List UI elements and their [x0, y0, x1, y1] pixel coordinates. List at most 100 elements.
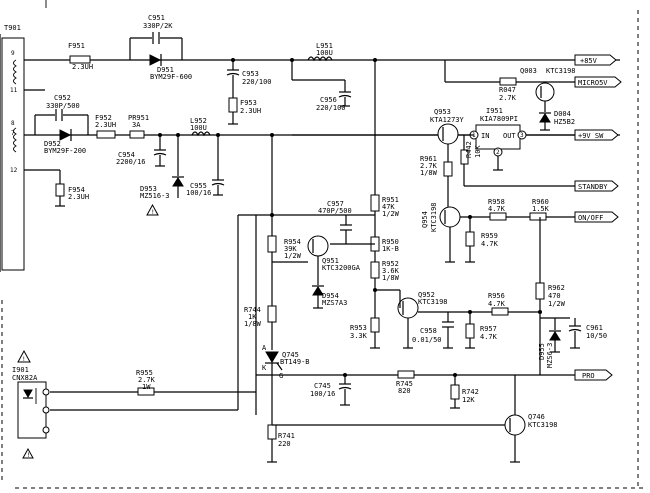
svg-text:I951: I951 [486, 107, 503, 115]
svg-text:2.7K: 2.7K [499, 94, 517, 102]
svg-text:OUT: OUT [503, 132, 516, 140]
svg-text:MZ516-3: MZ516-3 [140, 192, 170, 200]
svg-text:F952: F952 [95, 114, 112, 122]
svg-text:Q953: Q953 [434, 108, 451, 116]
svg-text:Q003: Q003 [520, 67, 537, 75]
svg-text:R442: R442 [465, 141, 473, 158]
svg-text:BYM29F-200: BYM29F-200 [44, 147, 86, 155]
svg-text:47K: 47K [382, 203, 395, 211]
svg-text:0.01/50: 0.01/50 [412, 336, 442, 344]
svg-text:100/16: 100/16 [310, 390, 335, 398]
svg-text:3.3K: 3.3K [350, 332, 368, 340]
resistor-r960: R960 1.5K [529, 198, 550, 221]
svg-text:2200/16: 2200/16 [116, 158, 146, 166]
winding-1 [13, 59, 17, 85]
svg-text:KTC3198: KTC3198 [546, 67, 576, 75]
zener-d004: D004 HZ5B2 [539, 101, 575, 131]
svg-text:HZ5B2: HZ5B2 [554, 118, 575, 126]
svg-text:D954: D954 [322, 292, 339, 300]
svg-text:3: 3 [520, 132, 524, 139]
optocoupler-i901: I901 CNX82A [12, 366, 50, 439]
svg-text:4.7K: 4.7K [480, 333, 498, 341]
svg-text:D004: D004 [554, 110, 571, 118]
svg-text:C952: C952 [54, 94, 71, 102]
svg-text:R960: R960 [532, 198, 549, 206]
svg-text:2.3UH: 2.3UH [68, 193, 89, 201]
resistor-r047: R047 2.7K [499, 77, 517, 102]
svg-text:R956: R956 [488, 292, 505, 300]
transformer-ref: T901 [4, 24, 21, 32]
thyristor-q745: A K G Q745 BT149-B [262, 344, 310, 380]
svg-text:R952: R952 [382, 260, 399, 268]
transformer-t901: T901 9 11 8 7 12 [1, 24, 25, 271]
svg-text:R959: R959 [481, 232, 498, 240]
resistor-r744: R744 1K 1/8W [244, 305, 277, 328]
capacitor-c961: C961 10/50 [568, 318, 607, 349]
transistor-q954: Q954 KTC3198 [421, 202, 461, 232]
svg-text:39K: 39K [284, 245, 297, 253]
fuse-f953: F953 2.3UH [228, 84, 261, 125]
fuse-f954: F954 2.3UH [55, 183, 89, 207]
svg-text:Q952: Q952 [418, 291, 435, 299]
svg-text:A: A [262, 344, 267, 352]
svg-text:L952: L952 [190, 117, 207, 125]
svg-text:820: 820 [398, 387, 411, 395]
svg-text:1/8W: 1/8W [420, 169, 438, 177]
zener-d955: D955 MZS6-3 [538, 330, 561, 368]
inductor-l951: L951 100U [307, 42, 333, 62]
svg-text:F951: F951 [68, 42, 85, 50]
resistor-r442: R442 10K [460, 135, 482, 186]
svg-text:C955: C955 [190, 182, 207, 190]
resistor-r956: R956 4.7K [488, 292, 509, 316]
svg-text:G: G [279, 372, 283, 380]
svg-text:470: 470 [548, 292, 561, 300]
svg-text:1/2W: 1/2W [382, 210, 400, 218]
svg-text:R047: R047 [499, 86, 516, 94]
capacitor-c957: C957 470P/500 [318, 200, 352, 244]
net-label-9v-sw: +9V_SW [574, 129, 619, 141]
warning-icon: ! [17, 349, 31, 363]
svg-text:C956: C956 [320, 96, 337, 104]
svg-text:KIA7809PI: KIA7809PI [480, 115, 518, 123]
net-label-pro: PRO [574, 369, 613, 381]
svg-text:Q954: Q954 [421, 211, 429, 228]
svg-text:330P/500: 330P/500 [46, 102, 80, 110]
svg-text:4.7K: 4.7K [488, 205, 506, 213]
svg-text:MZS6-3: MZS6-3 [546, 343, 554, 368]
svg-text:R953: R953 [350, 324, 367, 332]
svg-text:!: ! [151, 209, 155, 216]
svg-text:10K: 10K [474, 145, 482, 158]
svg-text:C745: C745 [314, 382, 331, 390]
capacitor-c958: C958 0.01/50 [412, 312, 454, 349]
svg-text:D955: D955 [538, 343, 546, 360]
svg-text:2.7K: 2.7K [138, 376, 156, 384]
winding-2 [13, 127, 17, 153]
transistor-q003: Q003 KTC3198 [520, 67, 576, 102]
svg-text:+9V_SW: +9V_SW [578, 132, 604, 140]
svg-text:CNX82A: CNX82A [12, 374, 38, 382]
transistor-q953: Q953 KTA1273Y [430, 108, 465, 145]
svg-text:F954: F954 [68, 186, 85, 194]
inductor-l952: L952 100U [190, 117, 211, 137]
svg-text:470P/500: 470P/500 [318, 207, 352, 215]
svg-text:KTC3198: KTC3198 [430, 202, 438, 232]
capacitor-c954: C954 2200/16 [116, 135, 167, 167]
resistor-r742: R742 12K [450, 375, 479, 409]
svg-text:R962: R962 [548, 284, 565, 292]
svg-text:R742: R742 [462, 388, 479, 396]
zener-d953: D953 MZ516-3 [140, 135, 184, 200]
svg-text:IN: IN [481, 132, 489, 140]
svg-text:1/2W: 1/2W [548, 300, 566, 308]
warning-icon: ! [146, 203, 159, 216]
svg-text:C961: C961 [586, 324, 603, 332]
svg-text:R744: R744 [244, 306, 261, 314]
potentiometer-r950: R950 1K-B [370, 236, 399, 253]
pin-9: 9 [11, 50, 15, 57]
svg-text:L951: L951 [316, 42, 333, 50]
svg-text:STANDBY: STANDBY [578, 183, 608, 191]
svg-text:R958: R958 [488, 198, 505, 206]
svg-text:C957: C957 [327, 200, 344, 208]
resistor-r954: R954 39K 1/2W [267, 215, 308, 263]
svg-text:!: ! [27, 452, 31, 459]
svg-text:1/8W: 1/8W [244, 320, 262, 328]
